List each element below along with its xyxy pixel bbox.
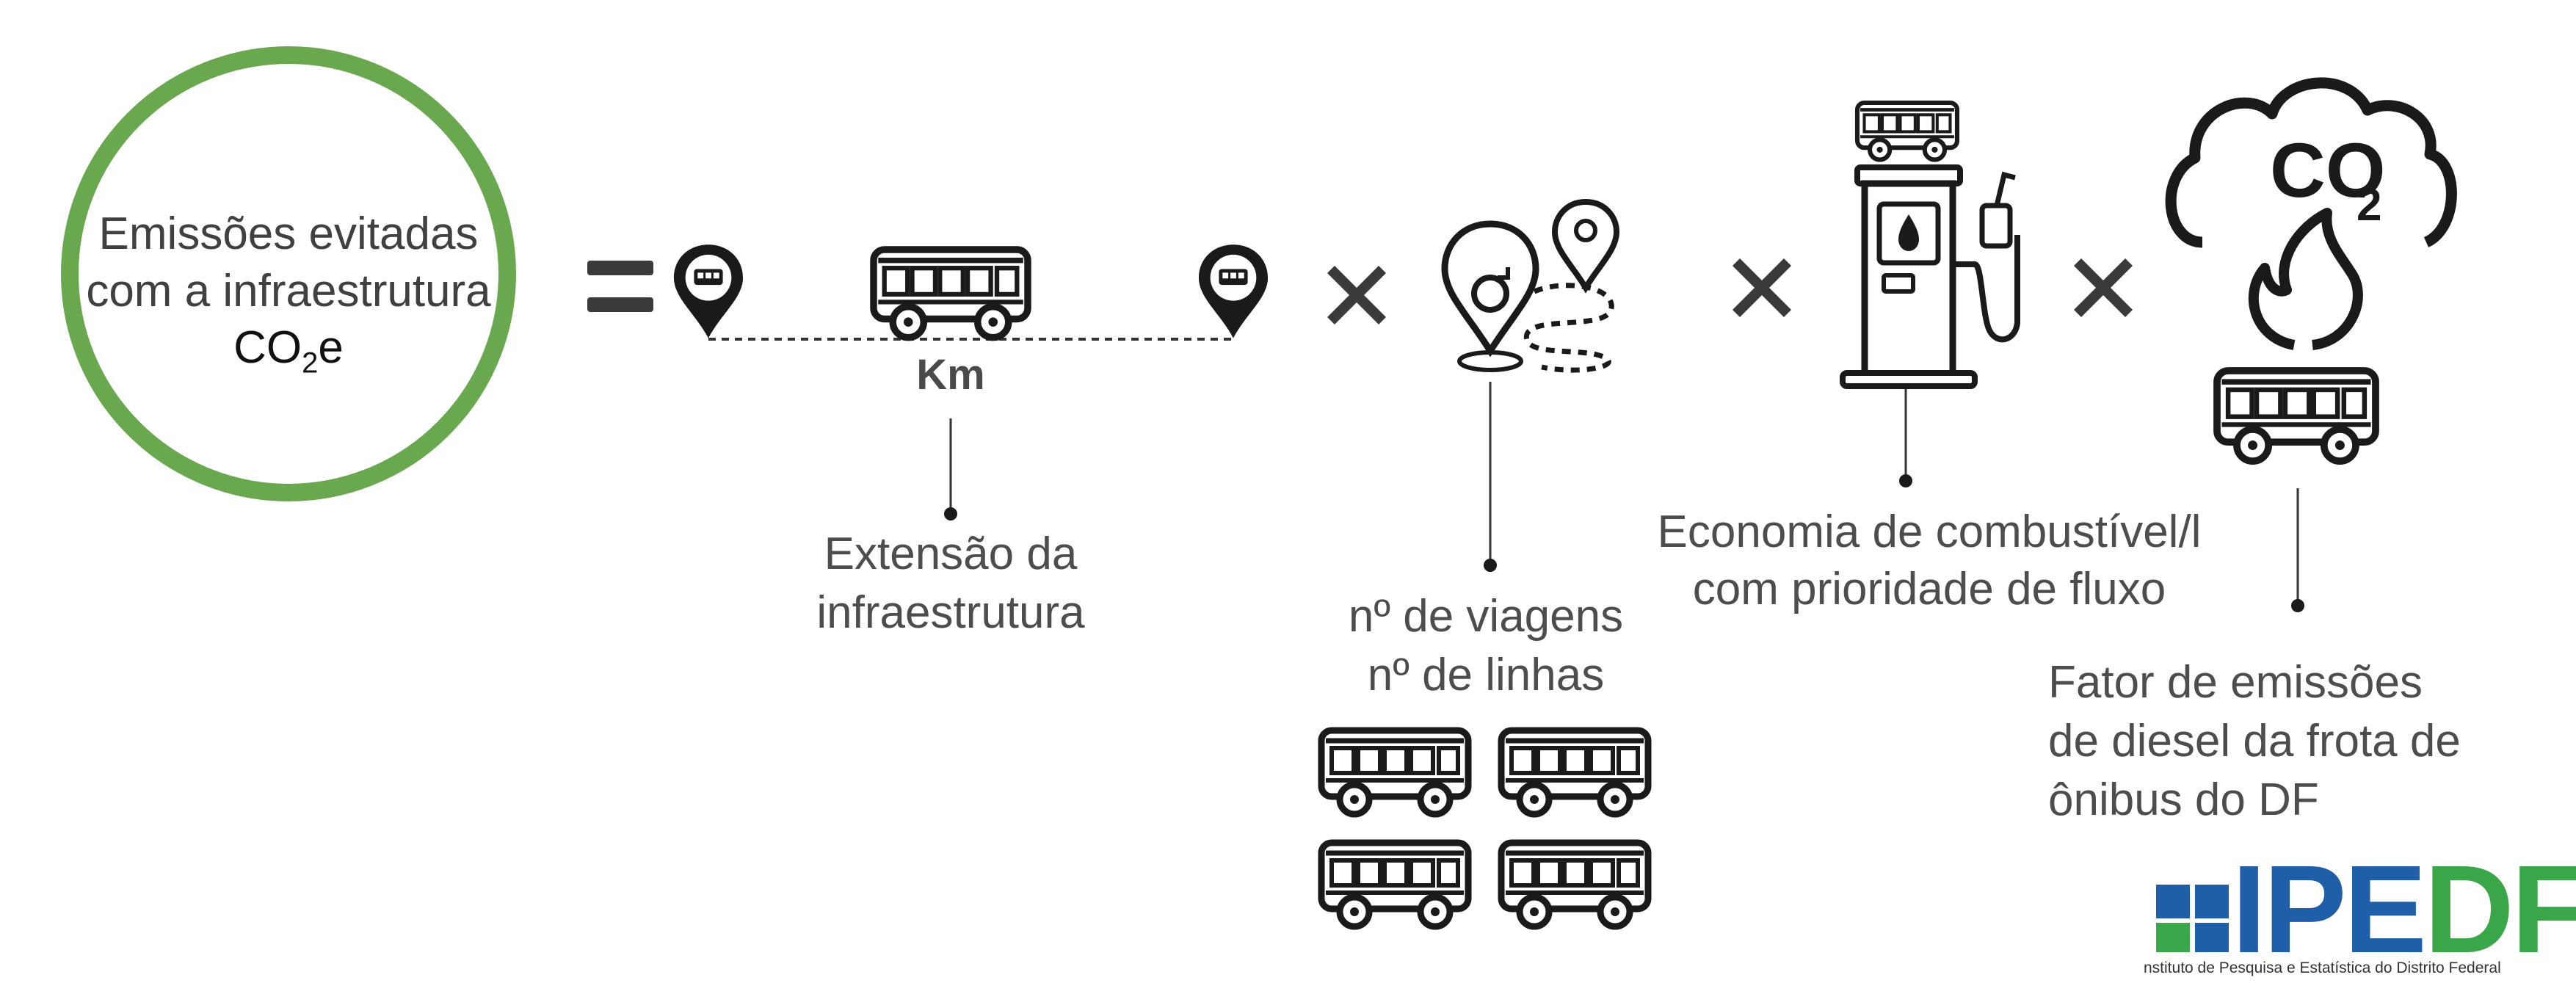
trips-line-2: nº de linhas bbox=[1368, 650, 1605, 700]
result-line-2: com a infraestrutura bbox=[86, 265, 491, 316]
co2-glyph: CO bbox=[2270, 128, 2386, 214]
extension-group bbox=[673, 244, 1269, 520]
connector-dot bbox=[1899, 474, 1912, 487]
connector-dot bbox=[2291, 599, 2304, 612]
fuel-line-2: com prioridade de fluxo bbox=[1693, 564, 2166, 614]
result-line-1: Emissões evitadas bbox=[98, 208, 479, 259]
logo-wordmark: IPEDF bbox=[2232, 840, 2576, 979]
bus-icon bbox=[1857, 103, 1957, 160]
multiply-sign-2 bbox=[1733, 258, 1791, 317]
ipedf-logo: IPEDF bbox=[2156, 840, 2576, 979]
emission-line-3: ônibus do DF bbox=[2048, 775, 2319, 825]
extension-line-2: infraestrutura bbox=[816, 587, 1085, 638]
bus-icon bbox=[1501, 843, 1648, 926]
multiply-sign-1 bbox=[1327, 266, 1386, 324]
connector-dot bbox=[944, 507, 957, 520]
co2-subscript: 2 bbox=[2357, 180, 2381, 231]
emission-line-2: de diesel da frota de bbox=[2048, 716, 2461, 766]
result-label: Emissões evitadas com a infraestrutura C… bbox=[61, 206, 516, 381]
result-line-3: CO2e bbox=[233, 322, 344, 380]
extension-line-1: Extensão da bbox=[824, 529, 1078, 579]
km-label: Km bbox=[916, 351, 984, 399]
logo-tagline: nstituto de Pesquisa e Estatística do Di… bbox=[2144, 960, 2501, 976]
trips-line-1: nº de viagens bbox=[1349, 591, 1623, 642]
bus-icon bbox=[1321, 730, 1468, 814]
bus-stop-pin-icon bbox=[1198, 244, 1269, 338]
route-icon bbox=[1441, 198, 1620, 373]
bus-icon bbox=[2217, 371, 2376, 461]
bus-icon bbox=[1501, 730, 1648, 814]
bus-icon bbox=[1321, 843, 1468, 926]
co2-emission-icon: CO 2 bbox=[2165, 77, 2457, 461]
emission-line-1: Fator de emissões bbox=[2048, 657, 2423, 708]
bus-stop-pin-icon bbox=[673, 244, 744, 338]
multiply-sign-3 bbox=[2074, 258, 2133, 317]
connector-dot bbox=[1484, 559, 1497, 572]
equals-sign bbox=[587, 261, 653, 312]
fuel-line-1: Economia de combustível/l bbox=[1658, 507, 2202, 557]
bus-fleet-icons bbox=[1321, 730, 1648, 926]
bus-icon bbox=[874, 250, 1028, 338]
fuel-pump-icon bbox=[1840, 103, 2020, 389]
